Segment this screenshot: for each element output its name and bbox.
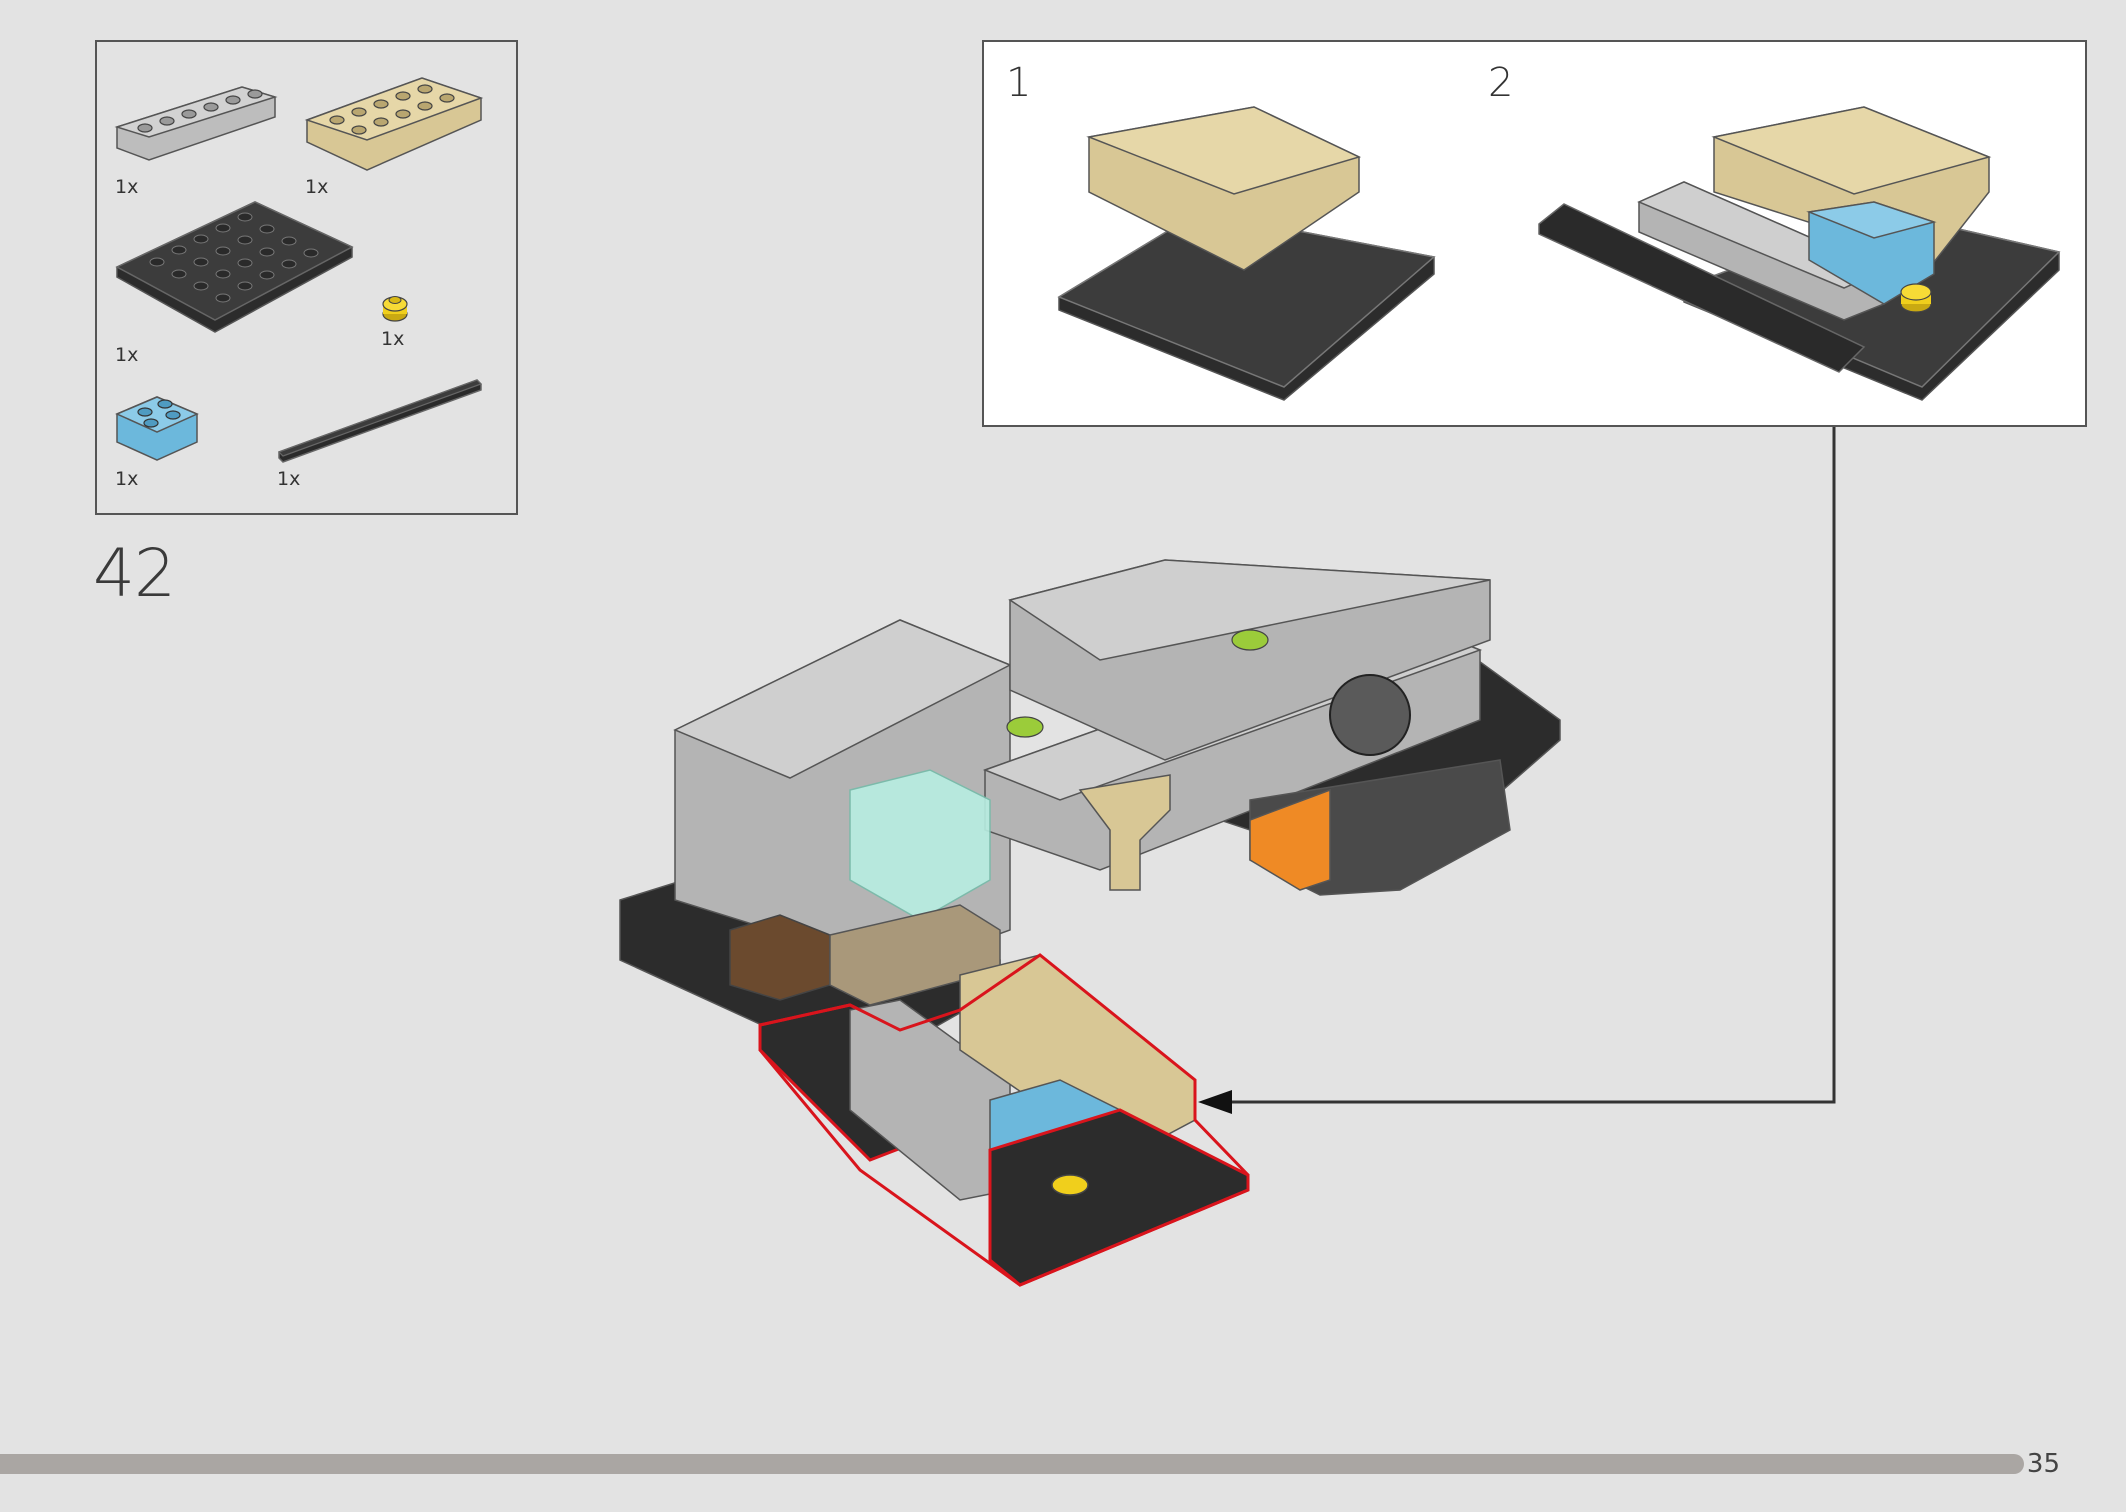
substep-number: 2	[1488, 60, 1514, 106]
callout-arrow-icon	[1198, 1090, 1232, 1114]
black-plate-icon	[115, 201, 354, 333]
part-qty: 1x	[381, 328, 405, 350]
part-qty: 1x	[115, 468, 139, 490]
new-parts-highlight	[758, 953, 1250, 1287]
subassembly-panel: 1 2	[982, 40, 2087, 427]
parts-list-panel: 1x 1x 1x 1x 1x 1x	[95, 40, 518, 515]
step-number: 42	[93, 535, 176, 612]
yellow-round-plate-icon	[382, 296, 408, 322]
part-qty: 1x	[115, 176, 139, 198]
black-tile-icon	[277, 379, 483, 463]
substep-2-yellow-stud	[1900, 283, 1932, 313]
progress-bar	[0, 1454, 2024, 1474]
tan-brick-icon	[304, 77, 484, 171]
light-gray-brick-icon	[114, 86, 278, 161]
page-number: 35	[2026, 1449, 2060, 1479]
substep-2-tile	[1538, 203, 1866, 373]
main-model-illustration	[619, 559, 1561, 1287]
substep-number: 1	[1006, 60, 1032, 106]
callout-connector-line	[1225, 427, 1836, 1104]
substep-2-azure-brick	[1806, 201, 1937, 305]
subassembly-illustration	[1057, 106, 2061, 401]
azure-brick-icon	[115, 396, 199, 461]
part-qty: 1x	[115, 344, 139, 366]
part-qty: 1x	[305, 176, 329, 198]
part-qty: 1x	[277, 468, 301, 490]
parts-illustrations	[114, 77, 484, 463]
substep-1-tan-brick	[1086, 106, 1362, 271]
